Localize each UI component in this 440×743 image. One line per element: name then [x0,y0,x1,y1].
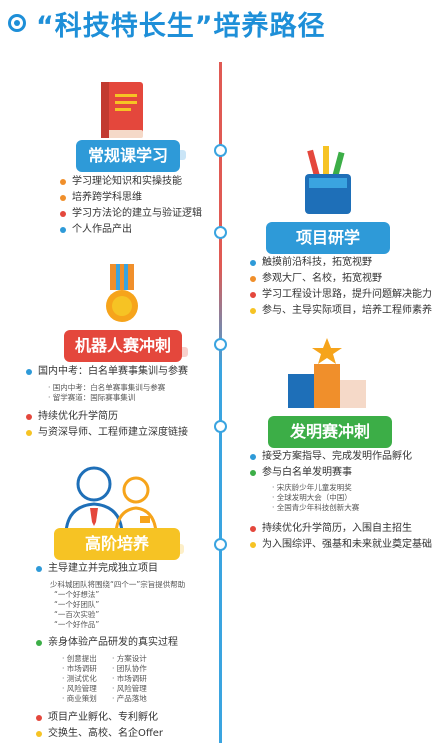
list-item: 主导建立并完成独立项目 [36,561,185,577]
bullet-dot [36,640,42,646]
bullet-dot [26,369,32,375]
stage-label-robot: 机器人赛冲刺 [64,330,182,362]
bullet-dot [60,227,66,233]
sub-item: “一百次实验” [54,610,100,619]
project-list: 触摸前沿科技，拓宽视野 参观大厂、名校，拓宽视野 学习工程设计思路，提升问题解决… [250,255,432,319]
stage-label-regular: 常规课学习 [76,140,180,172]
bullet-dot [36,731,42,737]
sub-item: · 宋庆龄少年儿童发明奖 [272,483,352,492]
list-item: 持续优化升学简历 [26,409,188,425]
grid-item: · 测试优化 [62,674,97,683]
bullet-dot [26,414,32,420]
sub-item: “一个好作品” [54,620,100,629]
sub-item: · 国内中考：白名单赛事集训与参赛 [48,383,166,392]
bullet-dot [36,715,42,721]
medal-icon [106,264,138,322]
bullet-dot [250,526,256,532]
bullet-dot [250,308,256,314]
grid-item: · 商业策划 [62,694,97,703]
bullet-dot [250,542,256,548]
grid-item: · 市场调研 [62,664,97,673]
bullet-dot [26,430,32,436]
timeline-node-1 [214,144,227,157]
sub-item: · 全球发明大会（中国） [272,493,352,502]
list-item: 参与白名单发明赛事 [250,465,432,481]
bullet-dot [60,179,66,185]
stage-label-invention: 发明赛冲刺 [268,416,392,448]
list-item: 持续优化升学简历，入围自主招生 [250,521,432,537]
list-item: 培养跨学科思维 [60,190,202,206]
bullet-dot [60,211,66,217]
timeline-node-3 [214,338,227,351]
sub-item: “一个好团队” [54,600,100,609]
list-item: 亲身体验产品研发的真实过程 [36,635,185,651]
sub-item: · 留学赛道：国际赛事集训 [48,393,136,402]
grid-item: · 风险管理 [112,684,147,693]
robot-list: 国内中考：白名单赛事集训与参赛 · 国内中考：白名单赛事集训与参赛 · 留学赛道… [26,364,188,441]
stage-label-project: 项目研学 [266,222,390,254]
stage-label-advanced: 高阶培养 [54,528,180,560]
list-item: 学习工程设计思路，提升问题解决能力 [250,287,432,303]
grid-item: · 市场调研 [112,674,147,683]
list-item: 触摸前沿科技，拓宽视野 [250,255,432,271]
list-item: 交换生、高校、名企Offer [36,726,185,742]
pencil-cup-icon [305,146,351,214]
page-title: “科技特长生”培养路径 [36,11,326,42]
bullet-dot [60,195,66,201]
grid-item: · 风险管理 [62,684,97,693]
list-item: 国内中考：白名单赛事集训与参赛 [26,364,188,380]
list-item: 为入围综评、强基和未来就业奠定基础 [250,537,432,553]
bullet-dot [250,454,256,460]
target-icon [8,14,26,32]
sub-item: “一个好想法” [54,590,100,599]
bullet-dot [250,276,256,282]
invention-list: 接受方案指导、完成发明作品孵化 参与白名单发明赛事 · 宋庆龄少年儿童发明奖 ·… [250,449,432,553]
timeline-node-2 [214,226,227,239]
list-item: 参观大厂、名校，拓宽视野 [250,271,432,287]
list-item: 个人作品产出 [60,222,202,238]
podium-icon [288,338,366,408]
timeline-node-5 [214,538,227,551]
list-item: 学习理论知识和实操技能 [60,174,202,190]
list-item: 接受方案指导、完成发明作品孵化 [250,449,432,465]
regular-list: 学习理论知识和实操技能 培养跨学科思维 学习方法论的建立与验证逻辑 个人作品产出 [60,174,202,238]
grid-item: · 团队协作 [112,664,147,673]
grid-item: · 创意提出 [62,654,97,663]
bullet-dot [250,292,256,298]
people-icon [64,466,158,533]
bullet-dot [36,566,42,572]
advanced-list: 主导建立并完成独立项目 少科城团队将围绕“四个一”宗旨提供帮助 “一个好想法” … [36,561,185,742]
sub-item: · 全国青少年科技创新大赛 [272,503,360,512]
grid-item: · 产品落地 [112,694,147,703]
grid-item: · 方案设计 [112,654,147,663]
list-item: 参与、主导实际项目，培养工程师素养 [250,303,432,319]
book-icon [101,82,143,138]
note-text: 少科城团队将围绕“四个一”宗旨提供帮助 [50,580,186,589]
timeline-node-4 [214,420,227,433]
bullet-dot [250,260,256,266]
list-item: 与资深导师、工程师建立深度链接 [26,425,188,441]
process-grid: · 创意提出 · 方案设计 · 市场调研 · 团队协作 · 测试优化 · 市场调… [36,654,185,704]
list-item: 学习方法论的建立与验证逻辑 [60,206,202,222]
bullet-dot [250,470,256,476]
timeline-line [219,62,222,743]
title-row: “科技特长生”培养路径 [0,0,440,44]
list-item: 项目产业孵化、专利孵化 [36,710,185,726]
